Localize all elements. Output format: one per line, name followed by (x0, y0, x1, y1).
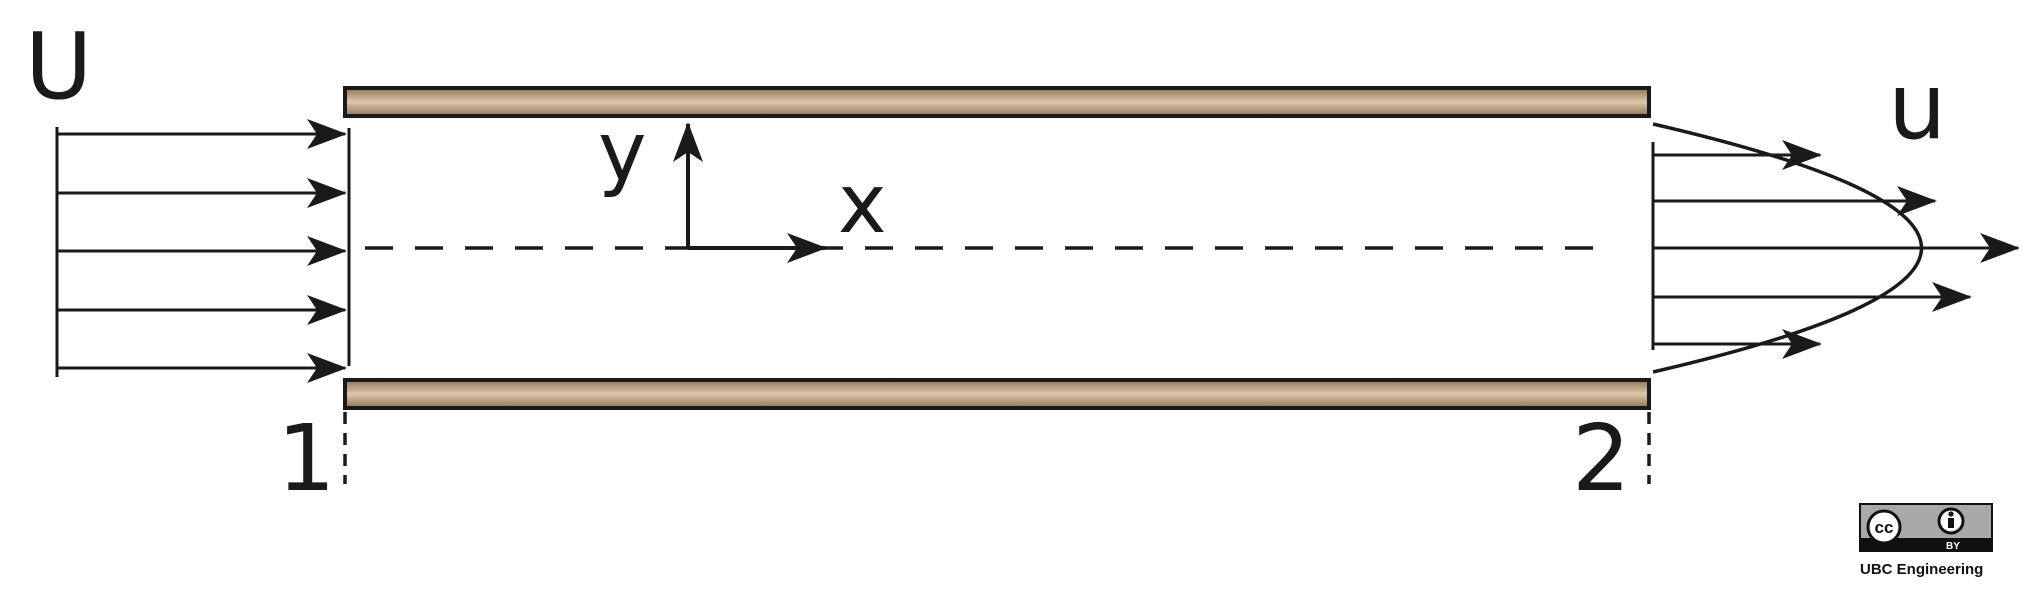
bottom-wall (343, 378, 1651, 410)
cc-icon (1866, 509, 1902, 545)
outlet-velocity-label: u (1888, 53, 1946, 160)
axis-y-label: y (598, 105, 647, 200)
station-2-label: 2 (1572, 405, 1631, 512)
credit-text: UBC Engineering (1860, 561, 1983, 578)
inlet-arrows (57, 119, 347, 383)
axis-x-label: x (838, 157, 887, 252)
outlet-arrows (1653, 140, 2020, 359)
cc-icon-label: cc (1875, 518, 1894, 537)
inlet-velocity-label: U (25, 13, 92, 120)
by-label: BY (1946, 541, 1960, 552)
station-1-label: 1 (277, 405, 336, 512)
top-wall (343, 86, 1651, 118)
cc-by-badge: cc BY UBC Engineering (1859, 503, 1993, 578)
